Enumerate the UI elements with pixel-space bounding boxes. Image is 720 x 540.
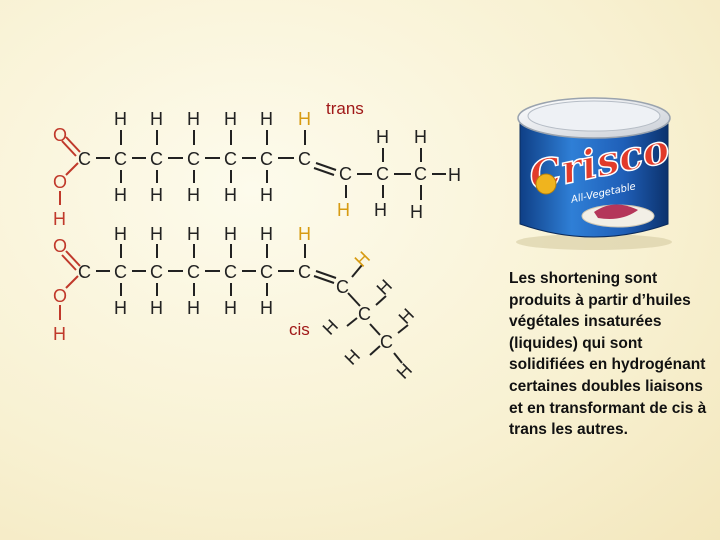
atom-carbon: C (336, 277, 349, 297)
atom-oxygen: O (53, 172, 67, 192)
atom-hydrogen: H (114, 185, 127, 205)
atom-hydrogen-added: H (351, 247, 374, 270)
bond (397, 324, 409, 334)
atom-carbon: C (187, 262, 200, 282)
atom-carbon: C (380, 332, 393, 352)
atom-hydrogen: H (224, 185, 237, 205)
atom-oxygen: O (53, 236, 67, 256)
atom-hydrogen: H (224, 224, 237, 244)
bond (351, 264, 363, 278)
atom-hydrogen: H (114, 298, 127, 318)
atom-hydrogen: H (260, 185, 273, 205)
atom-hydrogen: H (187, 109, 200, 129)
atom-hydrogen: H (224, 298, 237, 318)
bond-double-a (315, 162, 337, 171)
bond (369, 345, 381, 356)
atom-hydrogen: H (376, 127, 389, 147)
atom-hydrogen: H (373, 275, 396, 298)
atom-carbon: C (339, 164, 352, 184)
atom-hydrogen-added: H (298, 109, 311, 129)
atom-hydrogen: H (224, 109, 237, 129)
atom-carbon: C (298, 149, 311, 169)
bond-double-a (65, 136, 81, 153)
trans-label: trans (326, 99, 364, 118)
atom-hydrogen: H (53, 324, 66, 344)
atom-hydrogen: H (393, 359, 416, 382)
bond-double-b (313, 275, 335, 284)
caption-text: Les shortening sont produits à partir d’… (509, 270, 707, 439)
trans-molecule: trans O C O H C C C C C C H (53, 99, 461, 229)
bond (347, 292, 361, 307)
atom-hydrogen: H (150, 109, 163, 129)
atom-hydrogen: H (187, 185, 200, 205)
bond-double-a (315, 270, 337, 279)
bond (65, 162, 79, 176)
atom-hydrogen: H (414, 127, 427, 147)
atom-carbon: C (78, 262, 91, 282)
atom-carbon: C (224, 149, 237, 169)
bond-double-b (313, 167, 335, 176)
atom-carbon: C (376, 164, 389, 184)
cis-label: cis (289, 320, 310, 339)
atom-carbon: C (260, 262, 273, 282)
atom-hydrogen: H (53, 209, 66, 229)
bond-double-b (61, 254, 77, 271)
atom-carbon: C (187, 149, 200, 169)
crisco-can-image: Crisco All-Vegetable (506, 92, 681, 252)
atom-carbon: C (298, 262, 311, 282)
atom-hydrogen: H (187, 224, 200, 244)
bond-double-a (65, 250, 81, 267)
atom-hydrogen: H (150, 224, 163, 244)
bond (65, 275, 79, 289)
atom-hydrogen-added: H (298, 224, 311, 244)
atom-oxygen: O (53, 286, 67, 306)
cis-molecule: cis O C O H C C C C C C H H (53, 224, 418, 383)
atom-carbon: C (260, 149, 273, 169)
atom-carbon: C (224, 262, 237, 282)
atom-hydrogen: H (395, 304, 418, 327)
atom-carbon: C (150, 149, 163, 169)
atom-hydrogen: H (260, 298, 273, 318)
badge-icon (535, 173, 557, 195)
atom-carbon: C (150, 262, 163, 282)
atom-hydrogen: H (114, 224, 127, 244)
atom-oxygen: O (53, 125, 67, 145)
atom-hydrogen: H (260, 109, 273, 129)
bond-double-b (61, 140, 77, 157)
bond (369, 323, 381, 336)
atom-hydrogen: H (319, 315, 342, 338)
atom-hydrogen: H (260, 224, 273, 244)
atom-hydrogen: H (448, 165, 461, 185)
bond (393, 352, 403, 364)
atom-hydrogen: H (187, 298, 200, 318)
atom-hydrogen: H (150, 185, 163, 205)
atom-hydrogen: H (410, 202, 423, 222)
atom-hydrogen: H (114, 109, 127, 129)
atom-hydrogen: H (374, 200, 387, 220)
atom-carbon: C (78, 149, 91, 169)
atom-carbon: C (414, 164, 427, 184)
crisco-can: Crisco All-Vegetable (516, 97, 674, 250)
atom-hydrogen: H (150, 298, 163, 318)
atom-hydrogen: H (341, 345, 364, 368)
bond (346, 317, 358, 327)
atom-carbon: C (114, 149, 127, 169)
atom-carbon: C (114, 262, 127, 282)
atom-carbon: C (358, 304, 371, 324)
atom-hydrogen-added: H (337, 200, 350, 220)
bond (375, 295, 387, 306)
pie-filling (594, 204, 638, 219)
